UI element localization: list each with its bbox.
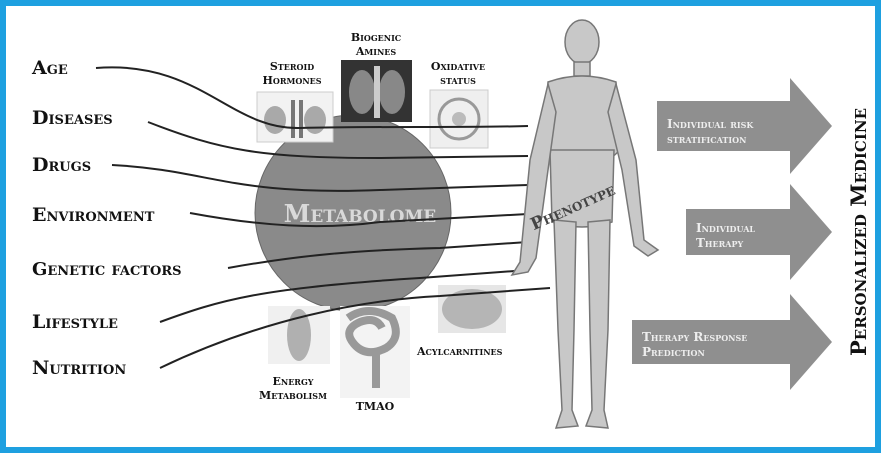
outcome-response-line2: Prediction: [642, 345, 705, 359]
energy-metabolism-image: [268, 306, 330, 364]
oxidative-label-2: status: [440, 74, 476, 87]
tmao-label: TMAO: [356, 400, 395, 413]
factor-environment: Environment: [32, 204, 155, 226]
energy-label-2: Metabolism: [259, 389, 327, 402]
factor-age: Age: [31, 57, 68, 79]
outcome-therapy-line2: Therapy: [696, 236, 743, 250]
biogenic-amines-xray-image: [341, 60, 412, 122]
biogenic-label-2: Amines: [355, 45, 397, 58]
energy-label-1: Energy: [273, 375, 314, 388]
factor-diseases: Diseases: [32, 107, 113, 129]
outcome-risk-line1: Individual risk: [667, 117, 754, 131]
factor-lifestyle: Lifestyle: [32, 311, 118, 333]
steroid-label-1: Steroid: [270, 60, 314, 73]
personalized-medicine-title: Personalized Medicine: [846, 108, 871, 356]
biogenic-label-1: Biogenic: [351, 31, 401, 44]
outcome-risk-line2: stratification: [667, 132, 746, 146]
oxidative-status-image: [430, 90, 488, 148]
outcome-therapy-line1: Individual: [696, 221, 755, 235]
tmao-intestine-image: [340, 306, 410, 398]
acylcarnitines-label: Acylcarnitines: [416, 345, 503, 358]
factor-drugs: Drugs: [32, 154, 91, 176]
outcome-response-line1: Therapy Response: [642, 330, 747, 344]
oxidative-label-1: Oxidative: [431, 60, 485, 73]
steroid-hormones-image: [257, 92, 333, 142]
steroid-label-2: Hormones: [262, 74, 321, 87]
factor-genetic: Genetic factors: [32, 259, 182, 280]
factor-nutrition: Nutrition: [32, 357, 126, 379]
